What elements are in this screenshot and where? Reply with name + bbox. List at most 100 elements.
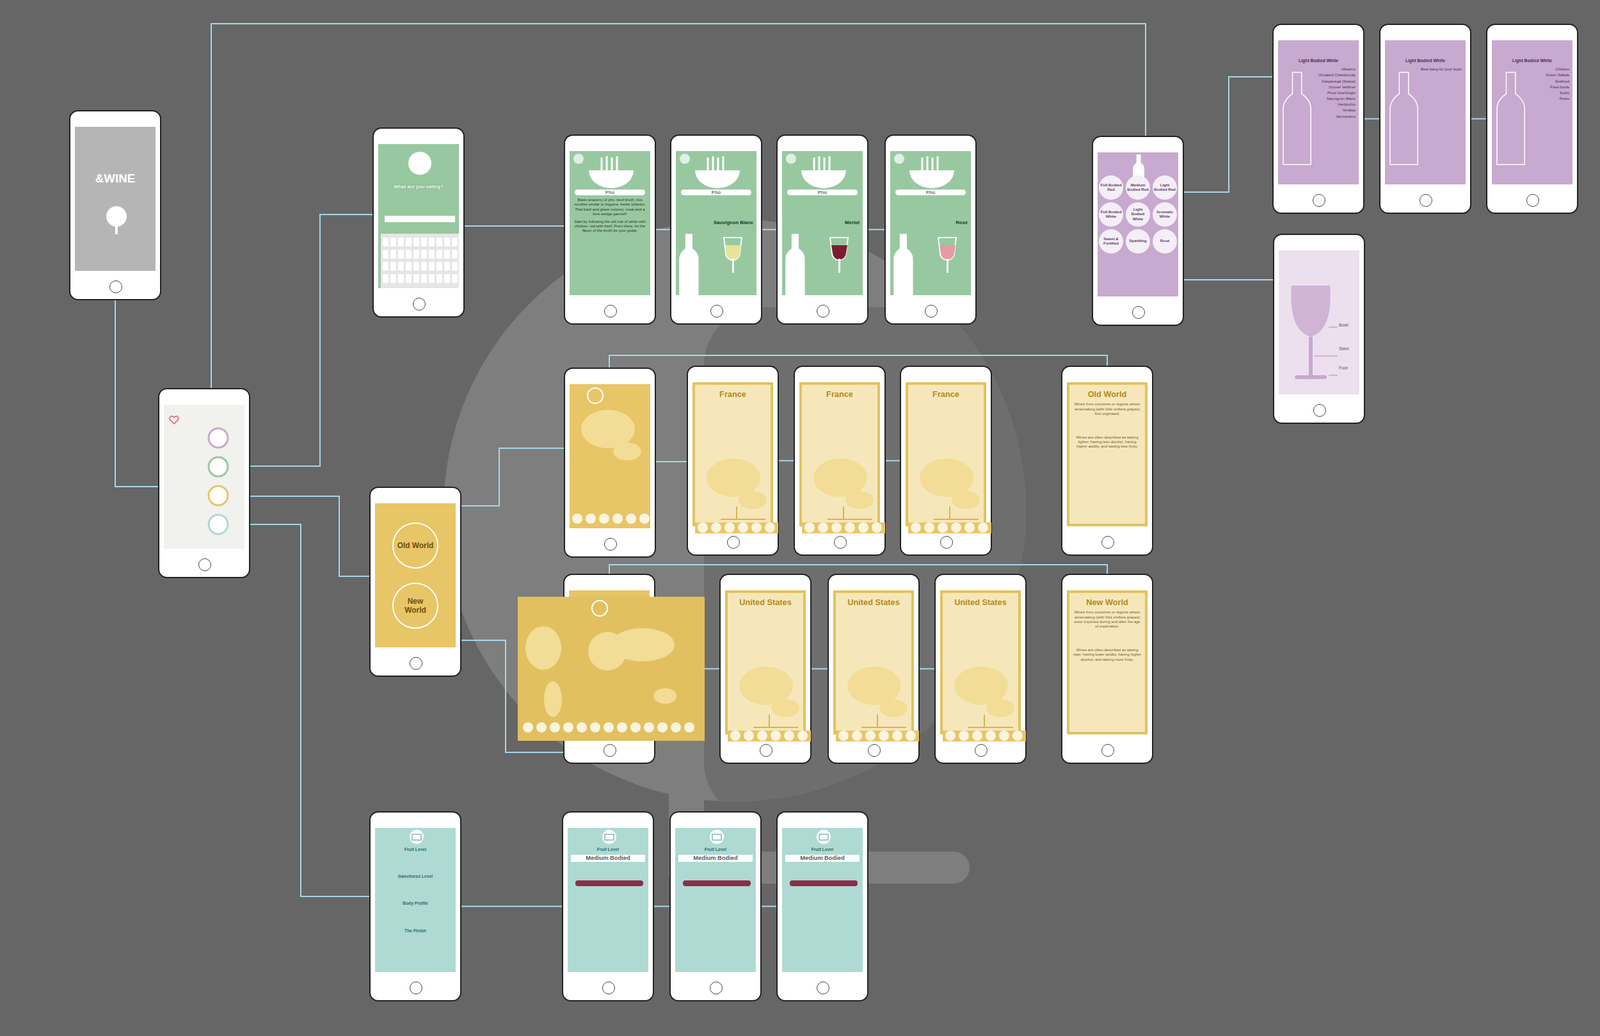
screen-area: Old WorldNew World (375, 503, 456, 648)
screen-area: France (692, 382, 774, 527)
screen-text: Medium Bodied Red (1125, 175, 1151, 200)
phone-screen: Old WorldNew World (369, 486, 462, 677)
flow-connector (761, 905, 777, 907)
flow-connector (250, 496, 370, 576)
screen-area: United States (725, 590, 806, 735)
screen-illustration (569, 384, 653, 531)
screen-text: Old World (1069, 389, 1145, 399)
screen-area (569, 384, 651, 528)
flow-connector (762, 229, 777, 231)
flow-connector (1364, 118, 1380, 120)
screen-text: Wines from countries or regions where wi… (1069, 401, 1145, 416)
screen-area: Fruit LevelMedium Bodied (782, 827, 863, 972)
home-button (974, 743, 988, 757)
screen-area: New WorldWines from countries or regions… (1066, 590, 1148, 735)
phone-screen: Full Bodied RedMedium Bodied RedLight Bo… (1091, 135, 1184, 326)
flow-connector (811, 668, 828, 670)
screen-illustration (1069, 384, 1153, 532)
screen-illustration (695, 384, 779, 532)
screen-text: Pho (895, 189, 966, 196)
screen-text: United States (942, 597, 1019, 607)
screen-text: Sushi (1491, 90, 1573, 96)
flow-connector (868, 229, 885, 231)
phone-screen (563, 573, 656, 764)
screen-text: New World (1069, 597, 1145, 607)
phone-screen: France (686, 365, 779, 556)
screen-illustration (727, 592, 811, 740)
home-button (816, 981, 830, 994)
screen-text: Medium Bodied (678, 854, 753, 862)
flow-connector (461, 448, 564, 506)
home-button (759, 743, 773, 757)
screen-text: Light Bodied White (1125, 202, 1151, 227)
screen-text: Aromatic White (1152, 202, 1177, 227)
phone-screen: &WINE (69, 110, 162, 301)
screen-text: Merlot (782, 219, 863, 226)
flow-connector (1184, 279, 1273, 281)
phone-screen: What are you eating? (372, 127, 465, 318)
home-button (109, 280, 123, 294)
screen-illustration (378, 144, 462, 291)
screen-text: Wines from countries or regions where wi… (1069, 609, 1145, 629)
home-button (816, 304, 830, 318)
home-button (1132, 305, 1145, 319)
home-button (727, 535, 740, 549)
screen-area (568, 590, 650, 735)
screen-illustration (1278, 250, 1362, 397)
screen-illustration (74, 126, 159, 274)
screen-text: &WINE (74, 171, 156, 186)
flow-connector (211, 23, 1146, 388)
screen-text: Gruner Veltliner (1278, 85, 1359, 90)
phone-screen: PhoRosé (884, 134, 977, 325)
screen-area: United States (940, 590, 1021, 735)
screen-illustration (908, 384, 992, 532)
home-button (198, 558, 212, 571)
screen-illustration (1069, 592, 1153, 740)
screen-area: France (799, 382, 880, 527)
screen-text: Medium Bodied (785, 854, 860, 862)
home-button (1526, 193, 1540, 207)
flow-connector (654, 905, 670, 907)
phone-screen: Light Bodied WhiteAlbarinoUnoaked Chardo… (1272, 23, 1365, 214)
screen-area (163, 404, 245, 549)
home-button (409, 656, 423, 670)
screen-text: Pesto (1491, 96, 1573, 102)
flow-connector (1184, 76, 1273, 192)
screen-area: BowlStemFoot (1278, 250, 1360, 395)
phone-screen: BowlStemFoot (1272, 233, 1366, 424)
phone-screen: Light Bodied WhiteChickenGreen SaladsSea… (1486, 23, 1579, 214)
screen-area: United States (833, 590, 914, 735)
screen-area: Light Bodied WhiteBest bang for your buc… (1384, 40, 1466, 185)
screen-text: New World (392, 582, 439, 629)
screen-text: Old World (392, 522, 439, 569)
screen-text: Best bang for your buck: (1384, 67, 1466, 72)
flow-connector (464, 225, 564, 227)
screen-area: PhoRosé (890, 151, 971, 296)
screen-text: Verdejo (1278, 108, 1359, 113)
phone-screen: United States (934, 573, 1027, 764)
flow-connector (656, 460, 687, 463)
flow-connector (885, 460, 900, 462)
phone-screen (563, 367, 656, 558)
screen-text: Light Bodied Red (1152, 175, 1177, 200)
screen-text: Seafood (1491, 79, 1573, 84)
screen-area: &WINE (74, 126, 156, 271)
screen-area: PhoMerlot (782, 151, 863, 296)
screen-area: What are you eating? (378, 144, 459, 288)
screen-text: Pho (680, 189, 752, 196)
screen-area: Fruit LevelSweetness LevelBody ProfileTh… (375, 827, 456, 972)
home-button (604, 304, 617, 318)
home-button (1419, 193, 1433, 207)
phone-screen: PhoMerlot (776, 134, 869, 325)
flow-connector (778, 460, 794, 462)
home-button (1101, 535, 1115, 549)
screen-text: Wines are often described as tasting rip… (1069, 647, 1145, 662)
home-button (709, 981, 723, 994)
screen-text: Light Bodied White (1491, 58, 1573, 64)
screen-text: Start by following the old rule of white… (569, 219, 651, 234)
home-button (710, 304, 724, 318)
home-button (412, 297, 426, 311)
screen-text: Sweetness Level (375, 873, 456, 879)
screen-illustration (801, 384, 886, 532)
phone-screen: PhoSauvignon Blanc (670, 134, 763, 325)
